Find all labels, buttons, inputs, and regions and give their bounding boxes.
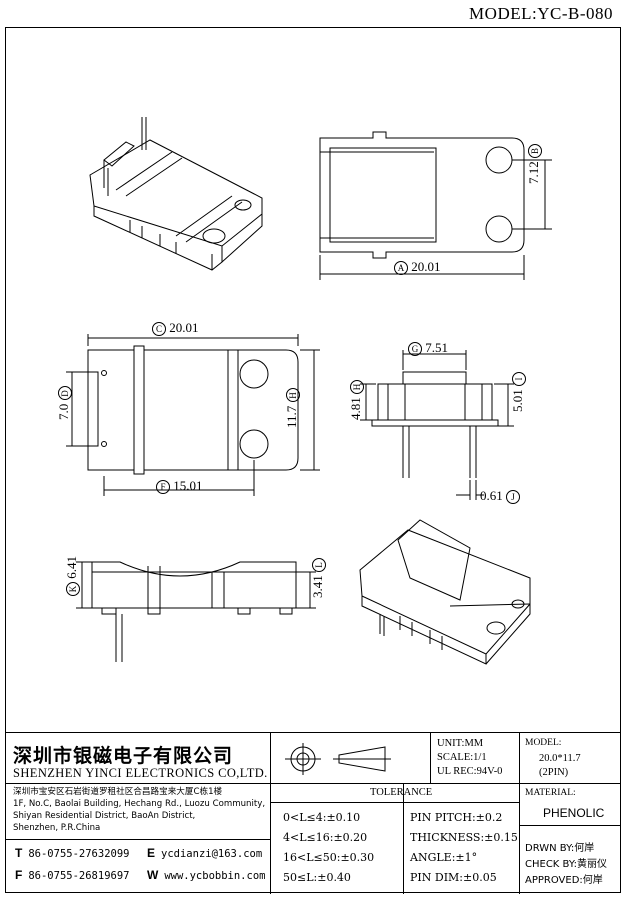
dim-h-top: 11.7 H (284, 388, 301, 428)
dim-f: F 15.01 (156, 478, 203, 495)
material-label: MATERIAL: (525, 788, 576, 798)
pin-dim: PIN DIM:±0.05 (410, 871, 497, 884)
model-value: 20.0*11.7 (539, 753, 581, 764)
side-view (360, 350, 514, 500)
dim-k: K 6.41 (64, 556, 81, 596)
model-title: MODEL:YC-B-080 (469, 4, 613, 23)
angle: ANGLE:±1° (410, 851, 478, 864)
bottom-view (66, 334, 320, 496)
dim-g: G 7.51 (408, 340, 448, 357)
unit: UNIT:MM (437, 738, 484, 749)
ul-rec: UL REC:94V-0 (437, 766, 503, 777)
tolerance-row-1: 0<L≤4:±0.10 (283, 811, 361, 824)
isometric-view-bottom (359, 519, 531, 665)
address-cn: 深圳市宝安区石岩街道罗租社区合昌路宝来大厦C栋1楼 (13, 787, 223, 797)
isometric-view-top (89, 117, 263, 271)
dim-j: 0.61 J (480, 488, 520, 505)
approved-by: APPROVED:何岸 (525, 875, 603, 886)
top-view (319, 131, 552, 280)
projection-symbol (285, 743, 391, 775)
dim-c: C 20.01 (152, 320, 199, 337)
dim-l: 3.41 L (310, 558, 327, 598)
tolerance-row-2: 4<L≤16:±0.20 (283, 831, 368, 844)
company-name-en: SHENZHEN YINCI ELECTRONICS CO,LTD. (13, 766, 268, 780)
dim-b: 7.12 B (526, 144, 543, 184)
thickness: THICKNESS:±0.15 (410, 831, 518, 844)
company-name-cn: 深圳市银磁电子有限公司 (13, 745, 234, 767)
model-label: MODEL: (525, 738, 562, 748)
check-by: CHECK BY:黄丽仪 (525, 859, 608, 870)
address-en-2: Shiyan Residential District, BaoAn Distr… (13, 811, 196, 821)
tolerance-title: TOLERANCE (370, 787, 433, 798)
model-pin: (2PIN) (539, 767, 569, 778)
front-view (76, 561, 316, 662)
dim-a: A 20.01 (394, 259, 441, 276)
material-value: PHENOLIC (543, 806, 605, 820)
pin-pitch: PIN PITCH:±0.2 (410, 811, 503, 824)
scale: SCALE:1/1 (437, 752, 487, 763)
address-en-3: Shenzhen, P.R.China (13, 823, 101, 833)
tolerance-row-4: 50≤L:±0.40 (283, 871, 351, 884)
tolerance-row-3: 16<L≤50:±0.30 (283, 851, 375, 864)
dim-i: 5.01 I (510, 372, 527, 412)
dim-d: 7.0 D (56, 386, 73, 420)
title-block: 深圳市银磁电子有限公司 SHENZHEN YINCI ELECTRONICS C… (5, 732, 621, 894)
dim-h: 4.81 H (348, 380, 365, 420)
drawn-by: DRWN BY:何岸 (525, 843, 595, 854)
sheet-border (5, 27, 621, 893)
address-en-1: 1F, No.C, Baolai Building, Hechang Rd., … (13, 799, 266, 809)
technical-drawing (66, 117, 552, 665)
